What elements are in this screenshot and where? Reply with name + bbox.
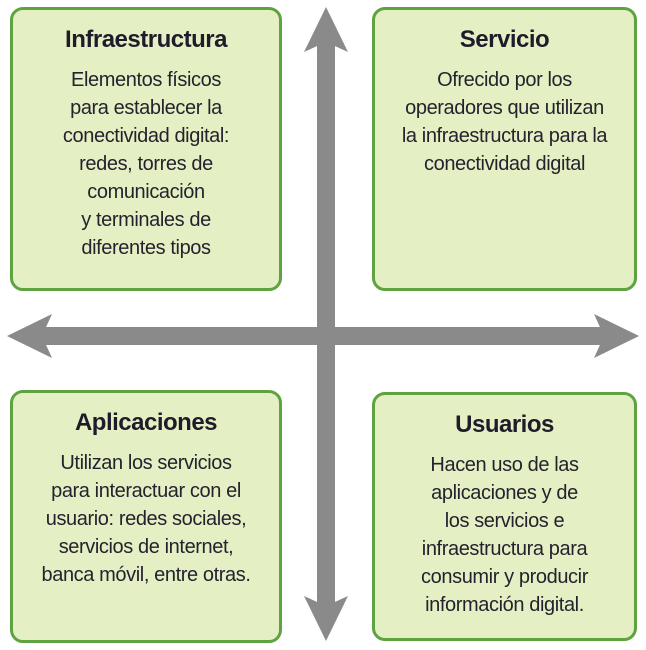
quadrant-title-servicio: Servicio: [459, 26, 550, 53]
quadrant-infraestructura: Infraestructura Elementos físicos para e…: [10, 7, 282, 291]
quadrant-body-usuarios: Hacen uso de las aplicaciones y de los s…: [421, 454, 588, 616]
horizontal-arrow-shaft: [40, 327, 606, 345]
arrowhead-left-icon: [7, 314, 52, 358]
arrowhead-down-icon: [304, 596, 348, 641]
quadrant-usuarios: Usuarios Hacen uso de las aplicaciones y…: [372, 392, 637, 641]
quadrant-body-servicio: Ofrecido por los operadores que utilizan…: [401, 69, 608, 175]
quadrant-body-infraestructura: Elementos físicos para establecer la con…: [62, 69, 230, 259]
quadrant-body-aplicaciones: Utilizan los servicios para interactuar …: [41, 452, 251, 586]
arrowhead-up-icon: [304, 7, 348, 52]
quadrant-aplicaciones: Aplicaciones Utilizan los servicios para…: [10, 390, 282, 643]
quadrant-title-infraestructura: Infraestructura: [65, 26, 227, 53]
quadrant-title-aplicaciones: Aplicaciones: [74, 409, 218, 436]
quadrant-title-usuarios: Usuarios: [455, 411, 554, 438]
quadrant-servicio: Servicio Ofrecido por los operadores que…: [372, 7, 637, 291]
arrowhead-right-icon: [594, 314, 639, 358]
vertical-arrow-shaft: [317, 40, 335, 606]
